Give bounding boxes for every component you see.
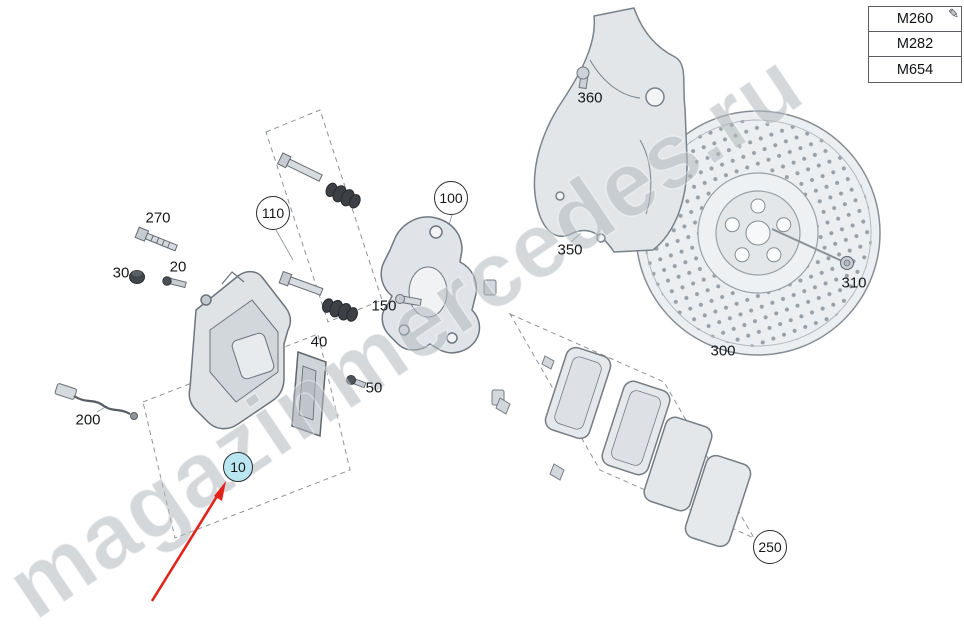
- model-item-m282[interactable]: M282: [869, 32, 961, 57]
- caliper-bolt: [134, 226, 178, 252]
- pad-clips: [483, 279, 505, 406]
- small-bolt: [162, 276, 187, 289]
- part-label-270: 270: [145, 209, 171, 227]
- part-label-50: 50: [365, 379, 383, 397]
- model-item-label: M654: [896, 61, 934, 78]
- model-code-panel: M260 ✎ M282 M654: [868, 6, 962, 83]
- brake-disc: [635, 110, 881, 356]
- part-label-300: 300: [710, 342, 736, 360]
- pad-shim: [291, 350, 327, 438]
- caliper-bracket: [380, 216, 481, 354]
- part-label-360: 360: [577, 89, 603, 107]
- shield-screw: [576, 66, 590, 90]
- model-item-m260[interactable]: M260 ✎: [869, 6, 961, 32]
- locating-bolt: [771, 228, 855, 271]
- part-label-310: 310: [841, 274, 867, 292]
- part-label-30: 30: [112, 264, 130, 282]
- guide-pins: [276, 152, 361, 322]
- model-item-m654[interactable]: M654: [869, 57, 961, 82]
- model-item-label: M282: [896, 36, 934, 52]
- part-callout-110[interactable]: 110: [256, 196, 290, 230]
- model-item-label: M260: [896, 11, 934, 27]
- part-label-350: 350: [557, 241, 583, 259]
- bleed-cap: [129, 270, 145, 284]
- part-label-200: 200: [75, 411, 101, 429]
- group-box-guide-pins: [265, 109, 383, 323]
- carrier-bolt: [395, 294, 422, 307]
- part-callout-10-selected[interactable]: 10: [223, 452, 253, 482]
- brake-pads: [495, 346, 752, 548]
- part-label-150: 150: [371, 297, 397, 315]
- dust-shield: [533, 7, 688, 253]
- wear-sensor: [54, 383, 138, 420]
- part-callout-100[interactable]: 100: [434, 181, 468, 215]
- part-label-40: 40: [310, 333, 328, 351]
- shim-bolt: [346, 375, 367, 389]
- part-label-20: 20: [169, 258, 187, 276]
- brake-caliper: [188, 270, 292, 430]
- edit-icon[interactable]: ✎: [948, 6, 959, 21]
- part-callout-250[interactable]: 250: [753, 530, 787, 564]
